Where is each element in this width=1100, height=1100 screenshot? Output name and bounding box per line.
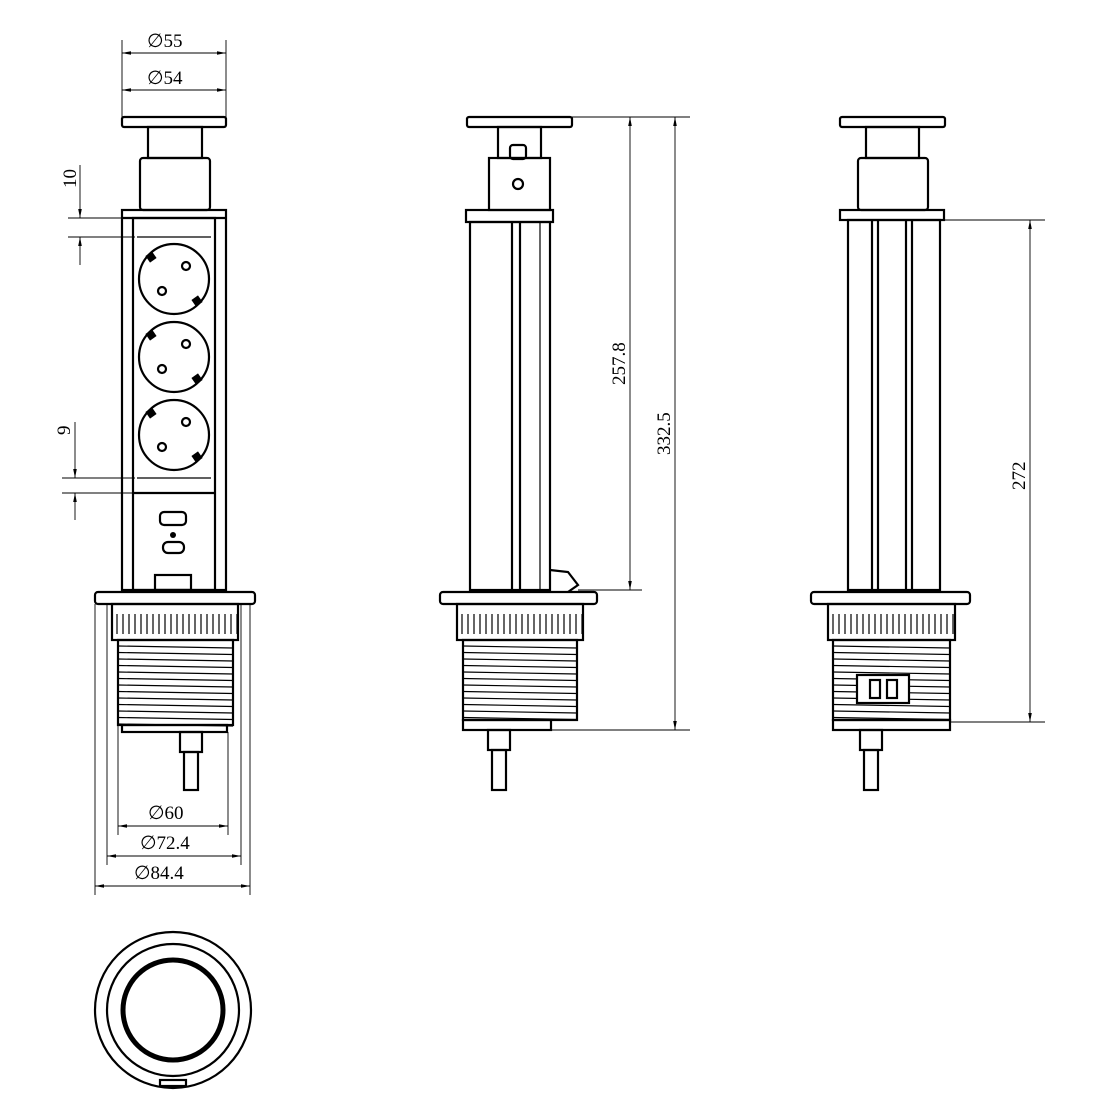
dim-total-height: 332.5 xyxy=(654,412,675,455)
thread-line xyxy=(462,697,578,701)
dim-extended-height: 257.8 xyxy=(609,342,630,385)
thread-line xyxy=(117,723,234,727)
thread-line xyxy=(117,684,234,688)
thread-line xyxy=(117,710,234,714)
usb-c-port-icon xyxy=(161,540,186,555)
dimensions-right: 272 xyxy=(940,219,1045,723)
thread-line xyxy=(462,690,578,695)
thread-line xyxy=(117,664,234,669)
thread-line xyxy=(117,677,234,682)
thread-line xyxy=(832,651,951,656)
thread-line xyxy=(462,651,578,656)
usb-a-port-icon xyxy=(158,510,188,527)
schuko-socket-icon xyxy=(137,320,211,394)
thread-line xyxy=(117,716,234,721)
thread-line xyxy=(117,671,234,675)
thread-line xyxy=(462,684,578,688)
front-view xyxy=(93,115,257,792)
dim-top-offset: 10 xyxy=(60,169,81,188)
thread-line xyxy=(117,703,234,708)
dim-top-outer: ∅55 xyxy=(147,31,183,52)
led-indicator-icon xyxy=(170,532,176,538)
upper-column xyxy=(138,156,212,212)
thread-line xyxy=(117,645,234,649)
thread-line xyxy=(462,716,578,721)
top-view xyxy=(93,930,253,1090)
lid-cap xyxy=(120,115,228,129)
cable xyxy=(182,750,200,792)
lid-neck xyxy=(146,125,204,160)
thread-line xyxy=(832,710,951,714)
thread-line xyxy=(832,645,951,649)
cable-gland xyxy=(178,730,204,754)
thread-line xyxy=(117,690,234,695)
dim-top-inner: ∅54 xyxy=(147,68,183,89)
thread-line xyxy=(832,716,951,721)
dimensions-middle: 257.8 332.5 xyxy=(551,116,690,731)
thread-line xyxy=(462,703,578,708)
thread-line xyxy=(462,658,578,662)
thread-line xyxy=(462,671,578,675)
thread-line xyxy=(462,677,578,682)
usb-ports-icon xyxy=(855,673,911,705)
thread-line xyxy=(462,710,578,714)
thread-line xyxy=(832,671,951,675)
thread-line xyxy=(117,697,234,701)
thread-line xyxy=(462,664,578,669)
flange xyxy=(93,590,257,606)
dim-cutout: ∅60 xyxy=(148,803,184,824)
schuko-socket-icon xyxy=(137,398,211,472)
thread-line xyxy=(832,658,951,662)
notch xyxy=(158,1078,188,1088)
dim-flange: ∅84.4 xyxy=(134,863,184,884)
thread-line xyxy=(117,651,234,656)
side-view xyxy=(438,115,599,792)
latch xyxy=(153,573,193,592)
thread-line xyxy=(832,703,951,708)
dim-housing-height: 272 xyxy=(1009,462,1030,491)
thread-line xyxy=(832,664,951,669)
dim-socket-offset: 9 xyxy=(54,426,75,436)
thread-line xyxy=(117,658,234,662)
dim-ring: ∅72.4 xyxy=(140,833,190,854)
rear-view xyxy=(809,115,972,792)
thread-line xyxy=(462,645,578,649)
dimensions-left: ∅55 ∅54 10 9 ∅60 ∅72.4 ∅84.4 xyxy=(54,31,251,895)
schuko-socket-icon xyxy=(137,242,211,316)
